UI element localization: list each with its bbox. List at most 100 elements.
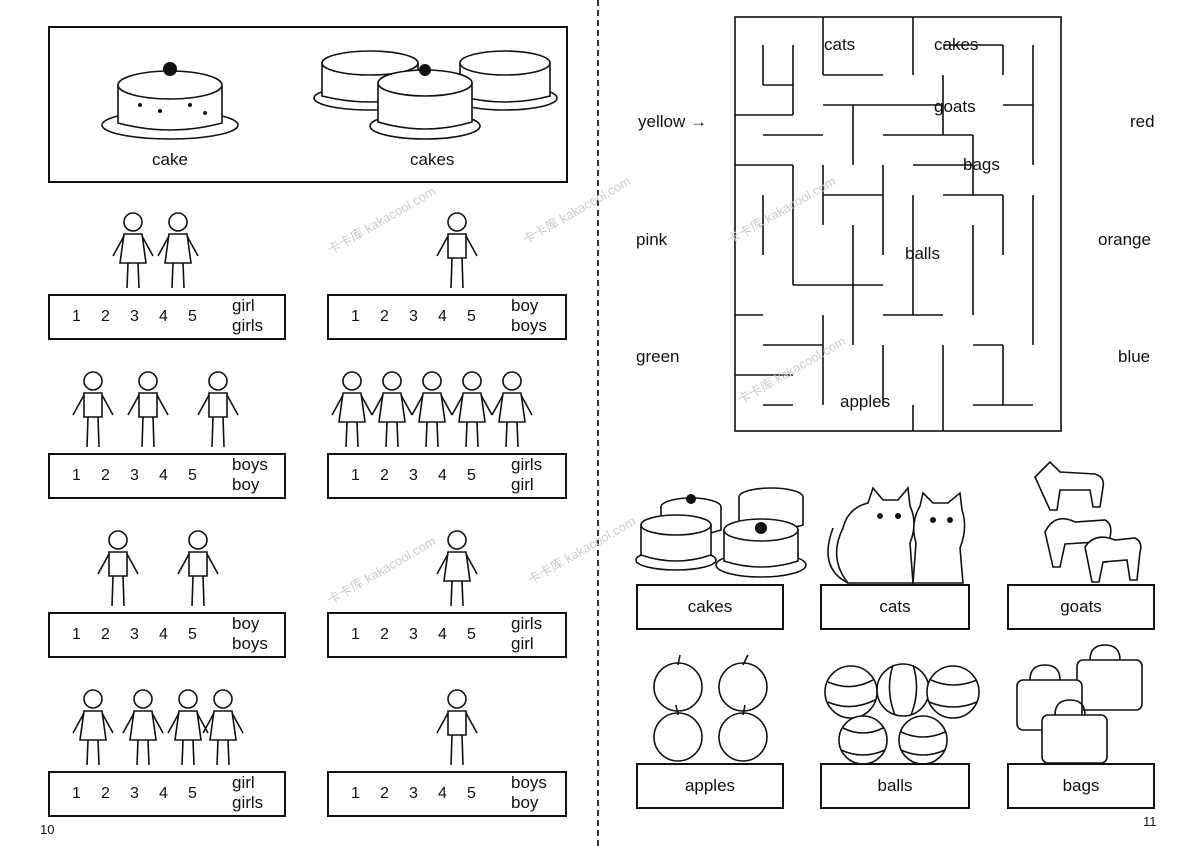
children-illustration (112, 212, 199, 289)
picture-label-balls: balls (820, 763, 970, 809)
number-choice[interactable]: 1 (351, 785, 360, 802)
number-choice[interactable]: 2 (101, 626, 110, 643)
page-number-left: 10 (40, 822, 55, 837)
number-choice[interactable]: 3 (409, 626, 418, 643)
children-illustration (436, 689, 478, 766)
maze (734, 16, 1062, 432)
number-choice[interactable]: 5 (467, 308, 476, 325)
number-choice[interactable]: 5 (188, 467, 197, 484)
number-choice[interactable]: 2 (380, 626, 389, 643)
picture-label-cats: cats (820, 584, 970, 630)
word-choice-2[interactable]: girls (232, 316, 264, 335)
three-cakes-illustration (313, 50, 558, 140)
maze-color-blue: blue (1118, 347, 1151, 366)
number-choice[interactable]: 3 (130, 785, 139, 802)
maze-color-green: green (636, 347, 680, 366)
maze-word-cakes: cakes (934, 35, 979, 54)
number-choice[interactable]: 2 (101, 467, 110, 484)
number-choice[interactable]: 3 (409, 467, 418, 484)
picture-label-bags: bags (1007, 763, 1155, 809)
number-choice[interactable]: 1 (351, 626, 360, 643)
number-choice[interactable]: 4 (159, 467, 168, 484)
children-illustration (72, 371, 239, 448)
number-choice[interactable]: 2 (101, 308, 110, 325)
word-choice-2[interactable]: boy (232, 475, 260, 494)
number-choice[interactable]: 2 (101, 785, 110, 802)
picture-label-apples: apples (636, 763, 784, 809)
number-choice[interactable]: 4 (438, 785, 447, 802)
number-choice[interactable]: 1 (351, 467, 360, 484)
maze-word-balls: balls (905, 244, 940, 263)
word-choice-1[interactable]: girl (232, 296, 255, 315)
word-choice-1[interactable]: boy (232, 614, 260, 633)
word-choice-1[interactable]: boys (511, 773, 547, 792)
word-choice-1[interactable]: girls (511, 614, 543, 633)
number-choice[interactable]: 5 (467, 626, 476, 643)
number-choice[interactable]: 4 (159, 626, 168, 643)
maze-word-cats: cats (824, 35, 856, 54)
number-choice[interactable]: 5 (188, 785, 197, 802)
number-choice[interactable]: 4 (438, 308, 447, 325)
number-choice[interactable]: 3 (130, 308, 139, 325)
number-choice[interactable]: 3 (130, 626, 139, 643)
number-choice[interactable]: 1 (72, 626, 81, 643)
word-choice-1[interactable]: boy (511, 296, 539, 315)
number-choice[interactable]: 4 (159, 308, 168, 325)
maze-word-bags: bags (963, 155, 1000, 174)
number-choice[interactable]: 2 (380, 785, 389, 802)
answer-box (48, 771, 286, 817)
answer-box (48, 453, 286, 499)
number-choice[interactable]: 2 (380, 308, 389, 325)
children-illustration (72, 689, 244, 766)
number-choice[interactable]: 5 (188, 308, 197, 325)
goats-picture (1034, 460, 1142, 583)
word-choice-2[interactable]: boys (232, 634, 268, 653)
number-choice[interactable]: 1 (72, 467, 81, 484)
number-choice[interactable]: 5 (467, 785, 476, 802)
number-choice[interactable]: 3 (409, 308, 418, 325)
balls-picture (824, 663, 980, 765)
page-number-right: 11 (1143, 814, 1157, 829)
maze-word-goats: goats (934, 97, 976, 116)
word-choice-1[interactable]: girls (511, 455, 543, 474)
cakes-picture (635, 487, 807, 578)
word-choice-1[interactable]: boys (232, 455, 268, 474)
number-choice[interactable]: 4 (438, 467, 447, 484)
number-choice[interactable]: 2 (380, 467, 389, 484)
word-choice-2[interactable]: girl (511, 475, 534, 494)
number-choice[interactable]: 1 (72, 785, 81, 802)
answer-box (327, 453, 567, 499)
cats-picture (827, 486, 966, 584)
bags-picture (1016, 644, 1143, 764)
number-choice[interactable]: 1 (72, 308, 81, 325)
picture-label-cakes: cakes (636, 584, 784, 630)
maze-word-apples: apples (840, 392, 891, 411)
answer-box (48, 612, 286, 658)
number-choice[interactable]: 3 (409, 785, 418, 802)
cake-label: cake (152, 150, 188, 169)
children-illustration (97, 530, 219, 607)
answer-box (327, 294, 567, 340)
word-choice-2[interactable]: girl (511, 634, 534, 653)
maze-color-red: red (1130, 112, 1155, 131)
answer-box (48, 294, 286, 340)
word-choice-2[interactable]: girls (232, 793, 264, 812)
number-choice[interactable]: 3 (130, 467, 139, 484)
apples-picture (653, 654, 768, 762)
word-choice-2[interactable]: boys (511, 316, 547, 335)
answer-box (327, 612, 567, 658)
single-cake-illustration (101, 62, 239, 140)
children-illustration (436, 530, 478, 607)
maze-color-pink: pink (636, 230, 668, 249)
children-illustration (331, 371, 533, 448)
picture-label-goats: goats (1007, 584, 1155, 630)
number-choice[interactable]: 1 (351, 308, 360, 325)
word-choice-2[interactable]: boy (511, 793, 539, 812)
number-choice[interactable]: 5 (467, 467, 476, 484)
number-choice[interactable]: 5 (188, 626, 197, 643)
answer-box (327, 771, 567, 817)
number-choice[interactable]: 4 (159, 785, 168, 802)
maze-color-orange: orange (1098, 230, 1151, 249)
word-choice-1[interactable]: girl (232, 773, 255, 792)
number-choice[interactable]: 4 (438, 626, 447, 643)
